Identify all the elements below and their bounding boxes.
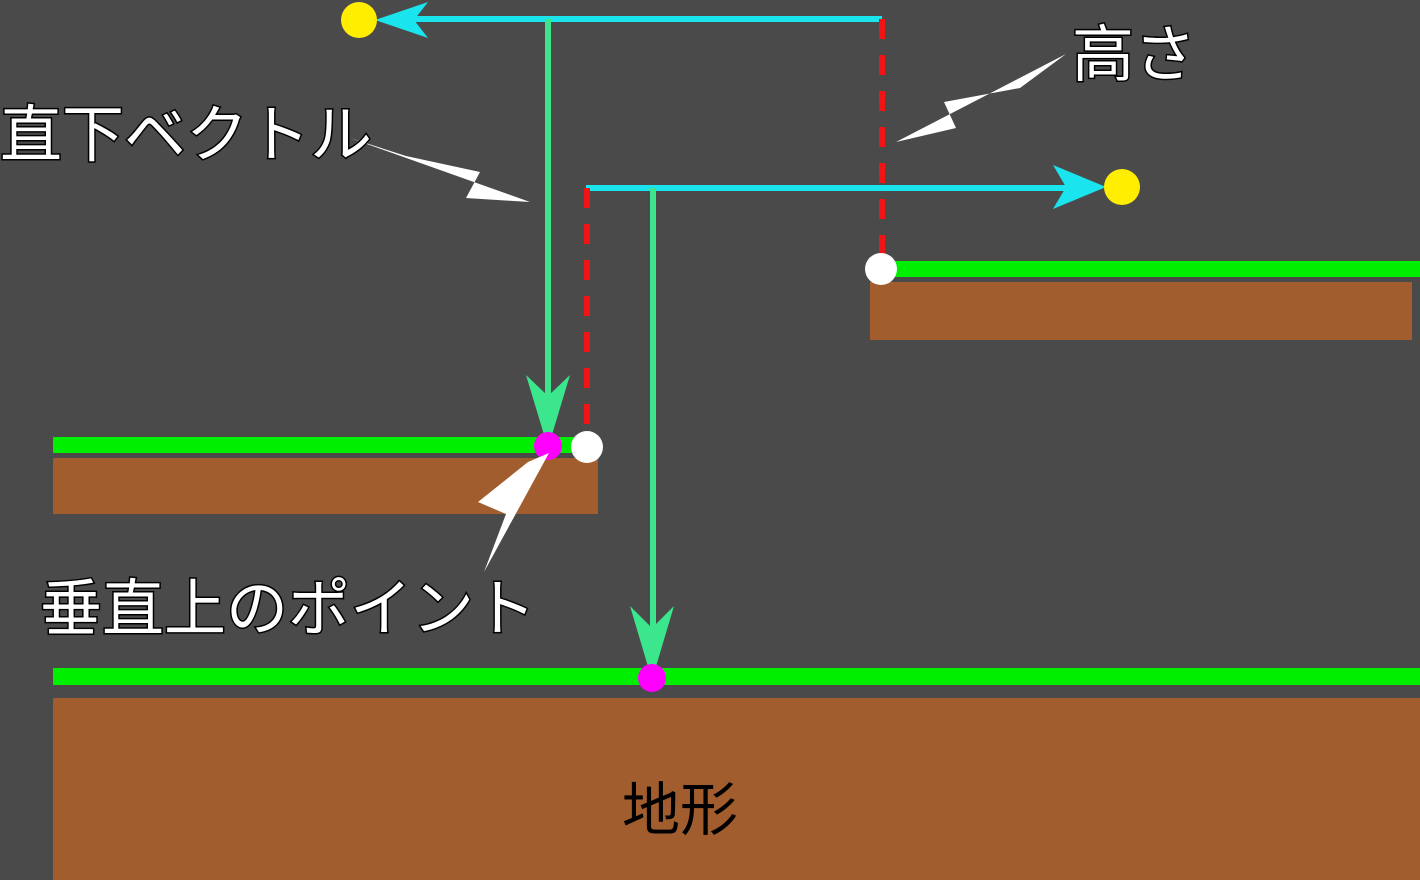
right-terrain-grass [870,261,1420,277]
bottom-terrain-grass [53,668,1420,685]
right-surface-white-point [865,253,897,285]
bottom-terrain [53,668,1420,880]
label-point-vertically-above: 垂直上のポイント [38,572,537,645]
left-terrain-grass [53,437,598,453]
lower-downward-vector [630,188,674,680]
downward-vector-annotation-arrow [350,138,530,202]
upper-cyan-vector [341,2,882,38]
label-height: 高さ [1070,18,1197,91]
label-terrain: 地形 [622,776,739,844]
right-terrain-soil [870,282,1412,340]
left-surface-white-point [571,431,603,463]
right-terrain [870,261,1420,340]
point-above-annotation-arrow [478,453,549,572]
lower-cyan-vector [586,165,1140,209]
upper-cyan-vector-arrowhead [375,2,428,38]
upper-downward-vector-arrowhead [526,375,570,448]
lower-magenta-contact-point [638,664,666,692]
lower-cyan-vector-arrowhead [1053,165,1106,209]
lower-downward-vector-arrowhead [630,606,674,680]
height-annotation-arrow [896,54,1066,142]
label-downward-vector: 直下ベクトル [0,98,374,171]
upper-cyan-vector-endpoint-dot [341,2,377,38]
bottom-terrain-soil [53,698,1420,880]
upper-downward-vector [526,19,570,448]
lower-cyan-vector-endpoint-dot [1104,169,1140,205]
upper-magenta-contact-point [534,432,562,460]
